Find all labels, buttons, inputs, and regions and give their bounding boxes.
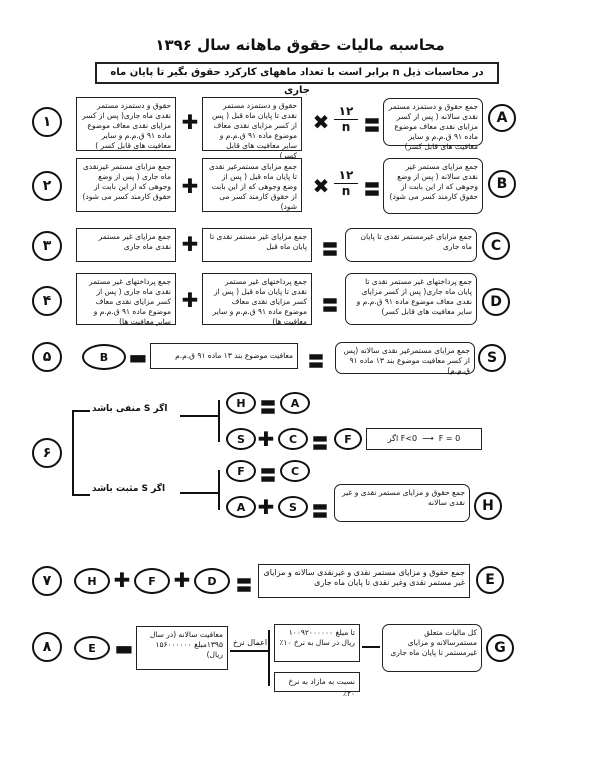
row8-result-arrow — [362, 646, 380, 648]
step-number-1: ۱ — [32, 107, 62, 137]
row8-result-box: کل مالیات متعلق مستمرسالانه و مزایای غیر… — [382, 624, 482, 672]
row6-pos-plus: ✚ — [257, 495, 275, 519]
row6-pos-a: A — [226, 496, 256, 518]
row6-pos-c: C — [280, 460, 310, 482]
row3-result-letter: C — [482, 232, 510, 260]
step-number-8: ۸ — [32, 632, 62, 662]
row1-times-operator: ✖ — [312, 110, 330, 134]
row6-neg-h: H — [226, 392, 256, 414]
step-number-3: ۳ — [32, 231, 62, 261]
row8-split-line — [268, 630, 270, 686]
row6-bracket-top — [72, 410, 90, 412]
row8-arrow-line — [230, 650, 268, 652]
row2-fraction-denominator: n — [341, 184, 351, 198]
row2-current-month-box: جمع مزایای مستمر غیرنقدی ماه جاری ( پس ا… — [76, 158, 176, 212]
row6-arrow-icon: ⟶ — [419, 434, 437, 443]
row5-minus-operator: ▬ — [128, 345, 148, 369]
row2-annual-total-box: جمع مزایای مستمر غیر نقدی سالانه ( پس از… — [383, 158, 483, 214]
row7-total-box: جمع حقوق و مزایای مستمر نقدی و غیرنقدی س… — [258, 564, 470, 598]
row6-neg-split — [218, 400, 220, 442]
row4-current-month-box: جمع پرداختهای غیر مستمر نقدی ماه جاری ( … — [76, 273, 176, 326]
row5-exemption-box: معافیت موضوع بند ۱۳ ماده ۹۱ ق.م.م — [150, 343, 298, 369]
row1-equals-sign: 〓 — [364, 116, 381, 135]
row3-plus-operator: ✚ — [181, 232, 199, 256]
row6-bracket-vertical — [72, 410, 74, 496]
row5-equals-sign: 〓 — [308, 352, 325, 371]
row6-bracket-bottom — [72, 494, 90, 496]
row2-fraction: ۱۲ n — [334, 168, 358, 198]
row6-neg-a: A — [280, 392, 310, 414]
row6-pos-equals-2: 〓 — [312, 502, 329, 521]
row1-fraction-numerator: ۱۲ — [334, 104, 358, 120]
row7-plus-2: ✚ — [173, 568, 191, 592]
row7-result-letter: E — [476, 566, 504, 594]
row8-minus-operator: ▬ — [114, 636, 134, 660]
row6-pos-split — [218, 470, 220, 510]
row8-rate-20-box: نسبت به مازاد به نرخ ۲۰٪ — [274, 672, 360, 698]
row6-condition-positive-text: اگر S مثبت باشد — [92, 484, 166, 494]
row1-fraction-denominator: n — [341, 120, 351, 134]
row4-total-box: جمع پرداختهای غیر مستمر نقدی تا پایان ما… — [345, 273, 477, 325]
row7-equals-sign: 〓 — [236, 576, 253, 595]
row6-result-letter: H — [474, 492, 502, 520]
row8-exemption-box: معافیت سالانه (در سال ۱۳۹۵مبلغ ۱۵۶۰۰۰۰۰۰… — [136, 626, 228, 670]
row3-equals-sign: 〓 — [322, 240, 339, 259]
row6-pos-s: S — [278, 496, 308, 518]
row8-rate-10-box: تا مبلغ ۱۰۰۹۲۰۰۰۰۰۰ ریال در سال به نرخ ۱… — [274, 624, 360, 662]
page-title: محاسبه مالیات حقوق ماهانه سال ۱۳۹۶ — [155, 36, 445, 54]
row7-h-operand: H — [74, 568, 110, 594]
step-number-7: ۷ — [32, 566, 62, 596]
step-number-2: ۲ — [32, 171, 62, 201]
row2-times-operator: ✖ — [312, 174, 330, 198]
row2-plus-operator: ✚ — [181, 174, 199, 198]
row3-current-month-box: جمع مزایای غیر مستمر نقدی ماه جاری — [76, 228, 176, 262]
row4-previous-months-box: جمع پرداختهای غیر مستمر نقدی تا پایان ما… — [202, 273, 312, 326]
n-definition-banner: در محاسبات ذیل n برابر است با تعداد ماهه… — [95, 62, 499, 96]
row8-result-letter: G — [486, 634, 514, 662]
row6-neg-c: C — [278, 428, 308, 450]
row6-neg-plus: ✚ — [257, 427, 275, 451]
row7-f-operand: F — [134, 568, 170, 594]
row1-plus-operator: ✚ — [181, 110, 199, 134]
row6-pos-f: F — [226, 460, 256, 482]
row6-neg-s: S — [226, 428, 256, 450]
row1-previous-months-box: حقوق و دستمزد مستمر نقدی تا پایان ماه قب… — [202, 97, 302, 160]
step-number-4: ۴ — [32, 286, 62, 316]
row6-neg-equals-1: 〓 — [260, 398, 277, 417]
row6-neg-arrow — [180, 415, 220, 417]
row7-d-operand: D — [194, 568, 230, 594]
row2-fraction-numerator: ۱۲ — [334, 168, 358, 184]
row1-result-letter: A — [488, 104, 516, 132]
step-number-6: ۶ — [32, 438, 62, 468]
row5-b-operand: B — [82, 344, 126, 370]
row4-equals-sign: 〓 — [322, 296, 339, 315]
step-number-5: ۵ — [32, 342, 62, 372]
row3-total-box: جمع مزایای غیرمستمر نقدی تا پایان ماه جا… — [345, 228, 477, 262]
row6-condition-positive: اگر S مثبت باشد — [92, 484, 165, 494]
row8-apply-rate-label: اعمال نرخ — [232, 638, 268, 647]
row1-current-month-box: حقوق و دستمزد مستمر نقدی ماه جاری( پس از… — [76, 97, 176, 151]
row6-pos-arrow — [180, 492, 220, 494]
row2-previous-months-box: جمع مزایای مستمرغیر نقدی تا پایان ماه قب… — [202, 158, 302, 212]
row2-equals-sign: 〓 — [364, 180, 381, 199]
row1-annual-total-box: جمع حقوق و دستمزد مستمر نقدی سالانه ( پس… — [383, 98, 483, 151]
row4-result-letter: D — [482, 288, 510, 316]
row6-condition-negative-text: اگر S منفی باشد — [92, 404, 168, 414]
row1-fraction: ۱۲ n — [334, 104, 358, 134]
row6-f-condition: اگر F<0 — [387, 434, 418, 443]
row3-previous-months-box: جمع مزایای غیر مستمر نقدی تا پایان ماه ق… — [202, 228, 312, 262]
row6-f-result: F = 0 — [438, 434, 461, 443]
row8-e-operand: E — [74, 636, 110, 660]
row6-condition-negative: اگر S منفی باشد — [92, 404, 167, 414]
row5-result-letter: S — [478, 344, 506, 372]
row7-plus-1: ✚ — [113, 568, 131, 592]
row6-f-rule-box: اگر F<0 ⟶ F = 0 — [366, 428, 482, 450]
row6-neg-equals-2: 〓 — [312, 434, 329, 453]
row5-total-box: جمع مزایای مستمرغیر نقدی سالانه (پس از ک… — [335, 342, 475, 375]
row6-h-definition-box: جمع حقوق و مزایای مستمر نقدی و غیر نقدی … — [334, 484, 470, 522]
row2-result-letter: B — [488, 170, 516, 198]
row4-plus-operator: ✚ — [181, 288, 199, 312]
row6-neg-f: F — [334, 428, 362, 450]
row6-pos-equals-1: 〓 — [260, 466, 277, 485]
